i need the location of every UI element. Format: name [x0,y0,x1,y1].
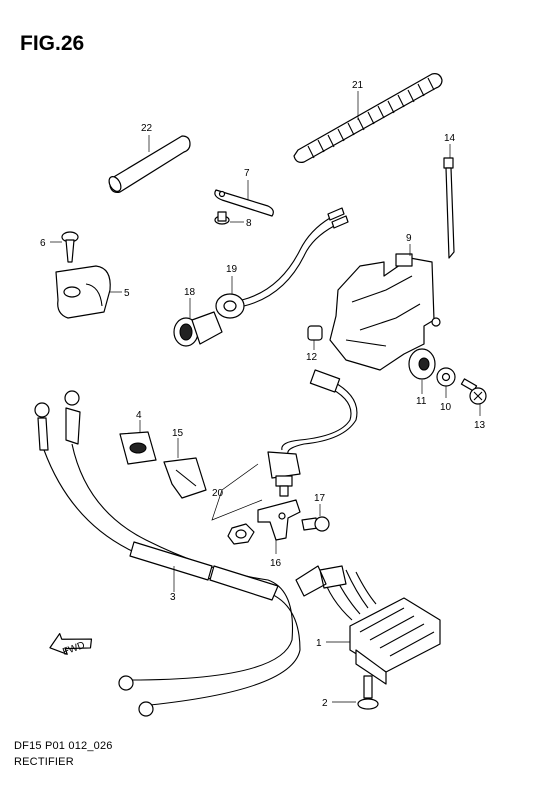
callout-12: 12 [306,352,318,363]
part-16-bracket[interactable] [257,499,301,541]
part-20-nut [227,523,255,545]
part-22-sleeve[interactable] [107,135,191,193]
callout-5: 5 [124,288,130,299]
wire-terminals [327,207,349,229]
figure-name: RECTIFIER [14,756,74,768]
part-9-bracket[interactable] [329,253,441,371]
part-4-grommet[interactable] [119,431,157,465]
callout-19: 19 [226,264,238,275]
callout-17: 17 [314,493,326,504]
leader-20 [211,463,263,521]
switch-wires [241,217,335,307]
callout-21: 21 [352,80,364,91]
part-3-harness[interactable] [34,390,301,717]
part-1-rectifier[interactable] [295,565,441,685]
callout-1: 1 [316,638,322,649]
part-8-screw[interactable] [214,211,230,225]
callout-10: 10 [440,402,452,413]
callout-20: 20 [212,488,224,499]
part-15-holder[interactable] [163,457,207,499]
callout-15: 15 [172,428,184,439]
callout-6: 6 [40,238,46,249]
part-18-switch[interactable] [173,311,223,347]
callout-9: 9 [406,233,412,244]
part-17-bolt[interactable] [301,516,330,532]
callout-4: 4 [136,410,142,421]
part-6-screw[interactable] [61,231,79,263]
callout-8: 8 [246,218,252,229]
part-5-clamp[interactable] [55,265,111,319]
figure-code: DF15 P01 012_026 [14,740,113,752]
callout-7: 7 [244,168,250,179]
callout-11: 11 [416,396,427,407]
part-19-grommet[interactable] [215,293,245,319]
part-14-cable-tie[interactable] [443,157,455,259]
callout-14: 14 [444,133,456,144]
fwd-arrow-icon: FWD [49,632,93,658]
callout-18: 18 [184,287,196,298]
callout-22: 22 [141,123,153,134]
callout-13: 13 [474,420,486,431]
part-10-washer[interactable] [436,367,456,387]
part-13-bolt[interactable] [460,378,487,405]
part-12-cap[interactable] [307,325,323,341]
part-2-bolt[interactable] [357,675,379,710]
callout-2: 2 [322,698,328,709]
part-20-sensor[interactable] [267,369,358,497]
callout-3: 3 [170,592,176,603]
part-11-grommet[interactable] [408,348,436,380]
part-21-spiral-wrap[interactable] [293,73,443,163]
figure-title: FIG.26 [20,32,85,55]
part-7-clamp[interactable] [214,189,274,217]
callout-16: 16 [270,558,282,569]
